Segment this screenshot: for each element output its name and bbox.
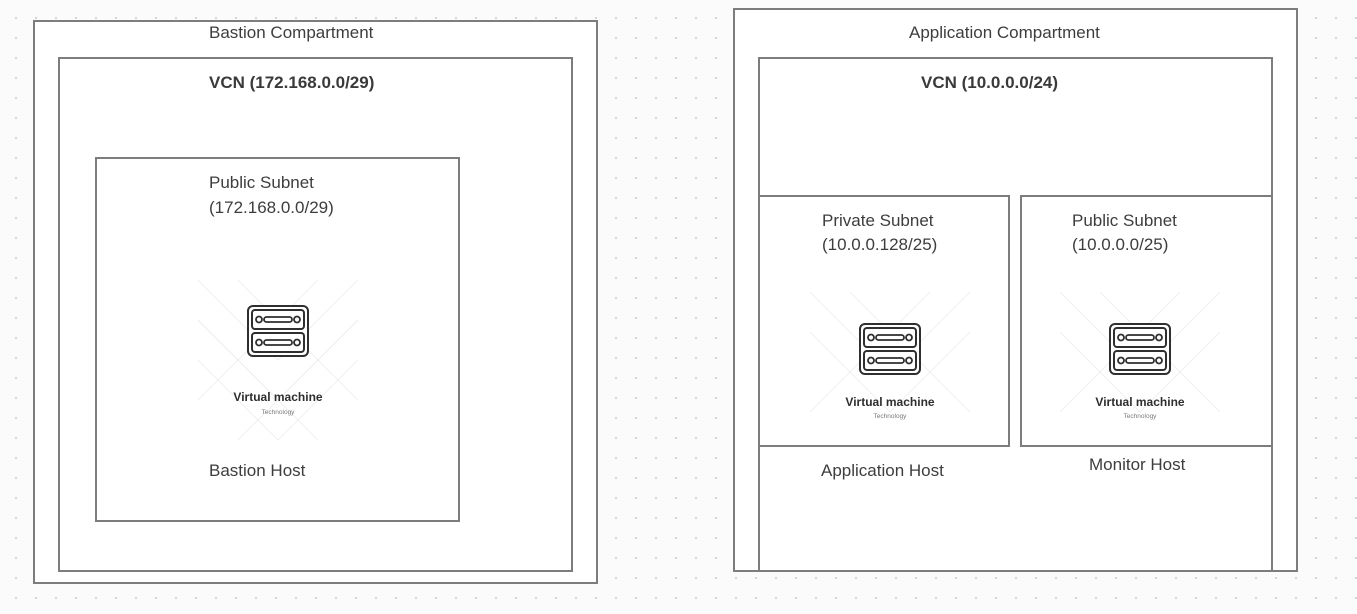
- server-rack-icon: [247, 305, 309, 357]
- application-vcn-label: VCN (10.0.0.0/24): [921, 73, 1059, 92]
- vm-subtitle: Technology: [261, 409, 295, 416]
- vm-subtitle: Technology: [1123, 413, 1157, 420]
- bastion-virtual-machine[interactable]: Virtual machine Technology: [198, 260, 358, 440]
- server-rack-icon: [1109, 323, 1171, 375]
- vm-title: Virtual machine: [233, 390, 323, 404]
- application-virtual-machine[interactable]: Virtual machine Technology: [810, 272, 970, 452]
- application-public-subnet: [1020, 195, 1273, 447]
- public-subnet-name: Public Subnet: [1072, 211, 1177, 230]
- private-subnet-cidr: (10.0.0.128/25): [822, 235, 938, 254]
- application-host-label: Application Host: [821, 461, 944, 480]
- bastion-compartment-label: Bastion Compartment: [209, 23, 374, 42]
- bastion-compartment: [33, 20, 598, 584]
- private-subnet-name: Private Subnet: [822, 211, 934, 230]
- bastion-public-subnet: [95, 157, 460, 522]
- server-rack-icon: [859, 323, 921, 375]
- vm-title: Virtual machine: [845, 395, 935, 409]
- public-subnet-cidr: (10.0.0.0/25): [1072, 235, 1169, 254]
- vm-title: Virtual machine: [1095, 395, 1185, 409]
- vm-subtitle: Technology: [873, 413, 907, 420]
- application-compartment-label: Application Compartment: [909, 23, 1100, 42]
- monitor-host-label: Monitor Host: [1089, 455, 1186, 474]
- application-private-subnet: [758, 195, 1010, 447]
- bastion-subnet-name: Public Subnet: [209, 173, 314, 192]
- bastion-subnet-cidr: (172.168.0.0/29): [209, 198, 334, 217]
- monitor-virtual-machine[interactable]: Virtual machine Technology: [1060, 272, 1220, 452]
- application-compartment: [733, 8, 1298, 572]
- bastion-vcn-label: VCN (172.168.0.0/29): [209, 73, 375, 92]
- bastion-vcn: [58, 57, 573, 572]
- bastion-host-label: Bastion Host: [209, 461, 306, 480]
